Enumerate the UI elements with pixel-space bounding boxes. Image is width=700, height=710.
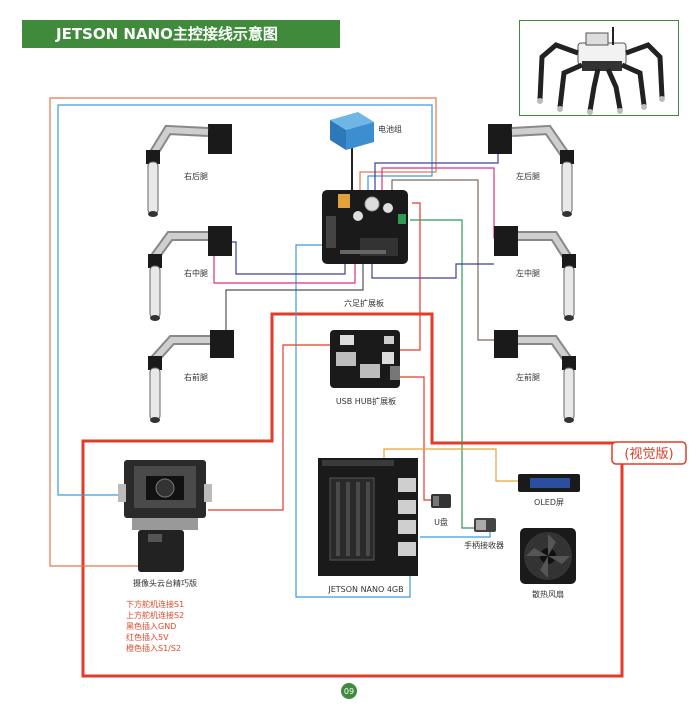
page-number-badge — [341, 683, 357, 699]
cooling-fan-icon — [520, 528, 576, 584]
camera-mount-label: 摄像头云台精巧版 — [133, 578, 197, 588]
vision-badge: (视觉版) — [624, 447, 673, 462]
left-front-leg-icon — [494, 330, 576, 423]
vision-badge-box — [611, 441, 687, 465]
u-disk-icon — [431, 494, 451, 508]
right-front-leg-icon — [148, 330, 234, 423]
wire-blue-outer — [57, 104, 433, 496]
note-4: 红色插入5V — [126, 632, 169, 642]
wire-blue-camera — [295, 244, 411, 598]
note-1: 下方舵机连接S1 — [126, 599, 184, 609]
hexapod-robot-icon — [537, 27, 665, 115]
wire-red-camera — [208, 344, 331, 511]
wire-navy-left-middle — [371, 262, 494, 279]
page-title: JETSON NANO主控接线示意图 — [22, 20, 340, 48]
page-number: 09 — [344, 687, 354, 696]
receiver-icon — [474, 518, 496, 532]
left-front-leg-label: 左前腿 — [516, 372, 540, 382]
note-5: 橙色插入S1/S2 — [126, 643, 181, 653]
battery-label: 电池组 — [378, 124, 402, 134]
note-3: 黑色插入GND — [126, 621, 176, 631]
right-rear-leg-label: 右后腿 — [184, 171, 208, 181]
jetson-label: JETSON NANO 4GB — [327, 585, 403, 594]
wire-navy-right-rear — [374, 148, 499, 190]
jetson-nano-icon — [318, 458, 418, 576]
receiver-label: 手柄接收器 — [464, 540, 504, 550]
left-rear-leg-icon — [488, 124, 574, 217]
oled-label: OLED屏 — [534, 498, 564, 507]
right-front-leg-label: 右前腿 — [184, 372, 208, 382]
wire-brown-left-front — [391, 179, 494, 341]
wire-red-udisk — [398, 376, 431, 501]
hexapod-board-icon — [322, 190, 408, 264]
note-2: 上方舵机连接S2 — [126, 610, 184, 620]
robot-photo — [519, 20, 679, 116]
battery-pack-icon — [330, 112, 374, 150]
left-middle-leg-label: 左中腿 — [516, 268, 540, 278]
usb-hub-label: USB HUB扩展板 — [336, 396, 396, 406]
right-middle-leg-label: 右中腿 — [184, 268, 208, 278]
left-middle-leg-icon — [494, 226, 576, 321]
right-rear-leg-icon — [146, 124, 232, 217]
wire-gold-oled — [383, 448, 518, 482]
camera-mount-icon — [118, 460, 212, 572]
usb-hub-board-icon — [330, 330, 400, 388]
u-disk-label: U盘 — [434, 517, 448, 527]
left-rear-leg-label: 左后腿 — [516, 171, 540, 181]
fan-label: 散热风扇 — [532, 589, 564, 599]
hexapod-board-label: 六足扩展板 — [344, 298, 384, 308]
wire-green-receiver — [410, 219, 474, 529]
wire-orange-outer — [49, 97, 437, 567]
vision-frame — [81, 312, 624, 678]
oled-screen-icon — [518, 474, 580, 492]
wire-blue-receiver — [420, 530, 491, 538]
wire-red-hub-power — [400, 202, 421, 351]
right-middle-leg-icon — [148, 226, 232, 321]
